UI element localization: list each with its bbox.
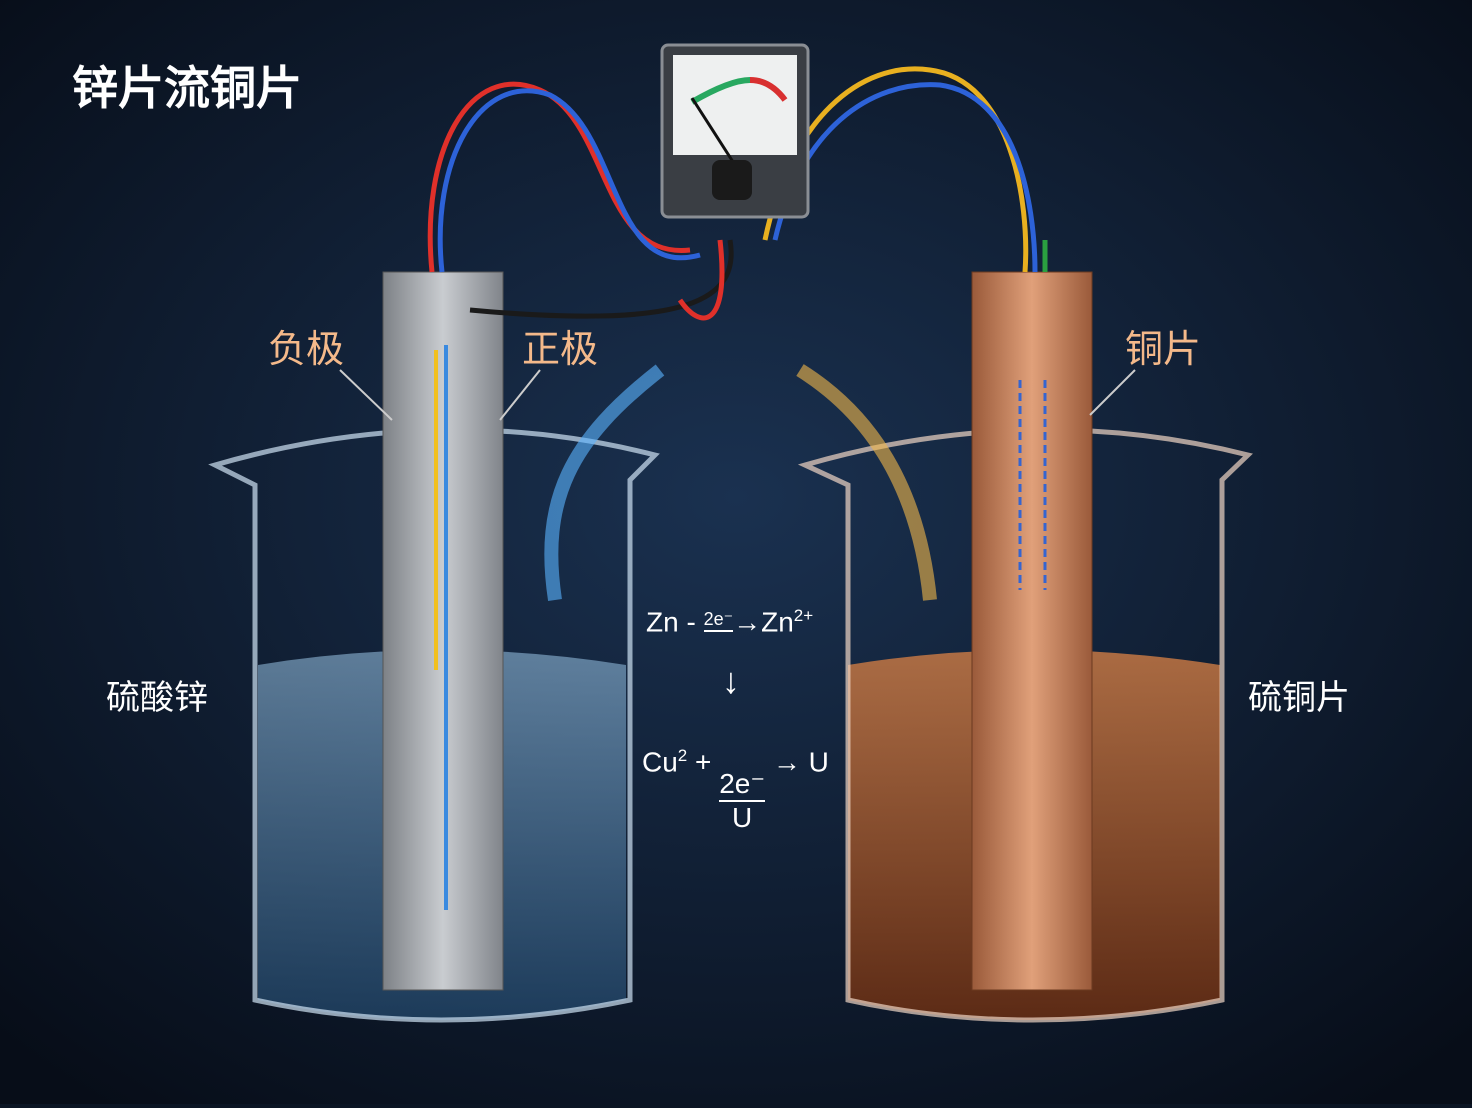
label-copper-plate: 铜片: [1125, 327, 1202, 371]
copper-equation: Cu2 + 2e⁻ U → U: [642, 746, 829, 834]
eq-cu-electrons: 2e⁻: [719, 767, 766, 803]
diagram-title: 锌片流铜片: [72, 61, 302, 115]
zinc-equation: Zn - 2e⁻→Zn2+: [646, 606, 814, 638]
label-negative: 负极: [268, 327, 345, 371]
eq-zn-electrons: 2e⁻: [703, 609, 734, 633]
eq-cu-right: → U: [772, 746, 829, 778]
label-right-solution: 硫铜片: [1248, 678, 1350, 718]
eq-zn-right: Zn: [761, 606, 794, 638]
galvanometer-icon: [660, 43, 810, 219]
eq-cu-charge: 2: [677, 746, 688, 765]
eq-zn-left: Zn -: [646, 606, 696, 638]
copper-plate: [971, 271, 1093, 991]
label-left-solution: 硫酸锌: [106, 678, 208, 718]
eq-down-arrow: ↓: [722, 660, 740, 701]
eq-cu-plus: +: [695, 746, 712, 778]
eq-cu-left: Cu: [642, 746, 678, 778]
eq-zn-charge: 2+: [793, 606, 814, 625]
eq-cu-under: U: [732, 802, 753, 834]
label-positive: 正极: [522, 327, 599, 371]
zinc-plate: [382, 271, 504, 991]
